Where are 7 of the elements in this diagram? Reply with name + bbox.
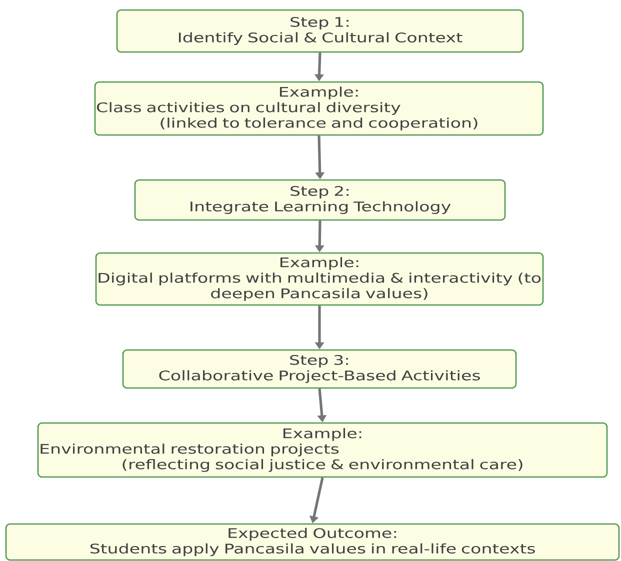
process-box: Step 2: Integrate Learning Technology [134,179,506,221]
process-box: Step 1: Identify Social & Cultural Context [116,9,524,53]
process-box: Example: Class activities on cultural diversity (linked to tolerance and cooperation) [94,81,544,136]
process-box: Example: Digital platforms with multimedia & interactivity (to deepen Pancasila values) [95,252,544,306]
process-box: Example: Environmental restoration projects (reflecting social justice & environmental care) [37,422,608,478]
process-box: Step 3: Collaborative Project-Based Activities [122,349,517,389]
outcome-box: Expected Outcome: Students apply Pancasila values in real-life contexts [5,523,620,561]
